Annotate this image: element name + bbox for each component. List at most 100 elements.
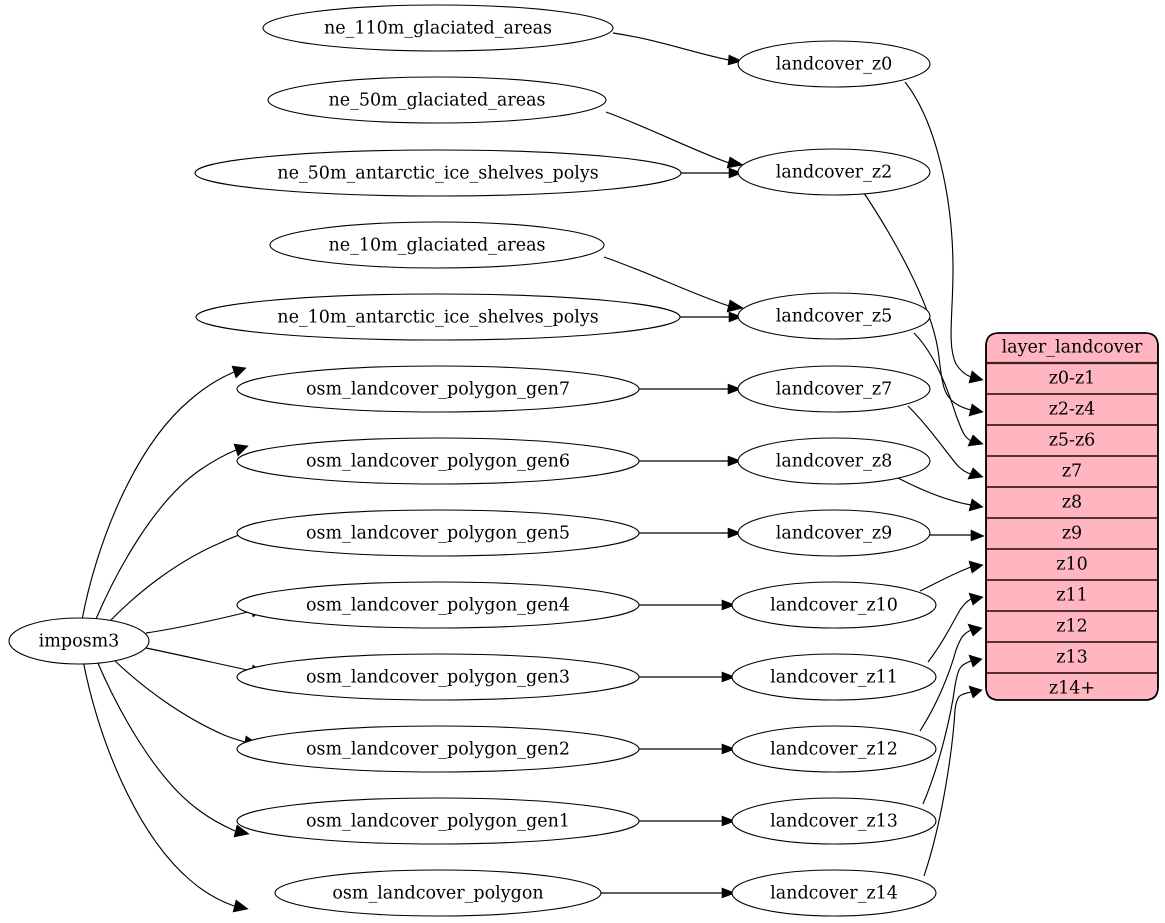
- node-label: landcover_z13: [770, 812, 898, 832]
- edge-z0-to-row-z0z1: [904, 81, 984, 384]
- edge-ne10glac-to-z5: [603, 256, 744, 313]
- left-node-ne-10m-antarctic-ice-shelves-polys[interactable]: ne_10m_antarctic_ice_shelves_polys: [195, 293, 681, 341]
- edge-z2-to-row-z2z4: [861, 189, 984, 417]
- node-label: ne_50m_antarctic_ice_shelves_polys: [277, 164, 598, 184]
- node-label: imposm3: [39, 632, 120, 652]
- mid-node-landcover-z10[interactable]: landcover_z10: [731, 581, 937, 629]
- table-row[interactable]: z14+: [1049, 679, 1095, 699]
- node-label: ne_110m_glaciated_areas: [324, 19, 552, 39]
- edge-imposm3-to-polygon: [82, 659, 249, 913]
- node-label: landcover_z12: [770, 740, 898, 760]
- edge-imposm3-to-gen7: [81, 365, 247, 621]
- mid-node-landcover-z11[interactable]: landcover_z11: [731, 653, 937, 701]
- node-label: ne_10m_antarctic_ice_shelves_polys: [277, 308, 598, 328]
- table-row[interactable]: z7: [986, 462, 1158, 488]
- edge-z9-to-row-z9: [930, 529, 985, 542]
- table-row[interactable]: z5-z6: [986, 431, 1158, 457]
- edge-z12-to-row-z12: [919, 623, 983, 732]
- table-row-label: z14+: [1049, 679, 1095, 699]
- node-label: osm_landcover_polygon_gen2: [306, 740, 570, 760]
- node-label: osm_landcover_polygon_gen6: [306, 452, 570, 472]
- node-label: landcover_z10: [770, 596, 898, 616]
- node-label: osm_landcover_polygon_gen5: [306, 524, 570, 544]
- table-header-row: layer_landcover: [986, 338, 1158, 365]
- edge-polygon-to-z14: [601, 887, 736, 899]
- left-node-osm-landcover-polygon-gen3[interactable]: osm_landcover_polygon_gen3: [236, 653, 640, 701]
- edge-gen4-to-z10: [639, 599, 736, 611]
- node-label: osm_landcover_polygon_gen3: [306, 668, 570, 688]
- table-row[interactable]: z13: [986, 648, 1158, 674]
- table-row[interactable]: z12: [986, 617, 1158, 643]
- table-row[interactable]: z10: [986, 555, 1158, 581]
- node-label: landcover_z7: [776, 380, 893, 400]
- edge-gen1-to-z13: [639, 815, 736, 827]
- table-row-label: z12: [1056, 617, 1088, 637]
- mid-node-landcover-z5[interactable]: landcover_z5: [737, 292, 931, 340]
- mid-node-landcover-z8[interactable]: landcover_z8: [737, 437, 931, 485]
- table-header-label: layer_landcover: [1002, 338, 1143, 358]
- table-row-label: z13: [1056, 648, 1088, 668]
- edge-imposm3-to-gen6: [95, 443, 249, 620]
- table-row-label: z8: [1062, 493, 1082, 513]
- left-node-ne-50m-glaciated-areas[interactable]: ne_50m_glaciated_areas: [267, 76, 607, 124]
- table-outline: [985, 332, 1159, 701]
- node-label: landcover_z14: [770, 884, 898, 904]
- edge-ne10antarctic-to-z5: [680, 311, 743, 323]
- mid-node-landcover-z9[interactable]: landcover_z9: [737, 509, 931, 557]
- table-row-label: z9: [1062, 524, 1082, 544]
- table-row-label: z10: [1056, 555, 1088, 575]
- left-node-osm-landcover-polygon-gen1[interactable]: osm_landcover_polygon_gen1: [236, 797, 640, 845]
- table-row[interactable]: z8: [986, 493, 1158, 519]
- mid-node-landcover-z12[interactable]: landcover_z12: [731, 725, 937, 773]
- edge-imposm3-to-gen2: [111, 657, 259, 749]
- node-label: landcover_z11: [770, 668, 898, 688]
- left-node-osm-landcover-polygon-gen5[interactable]: osm_landcover_polygon_gen5: [236, 509, 640, 557]
- table-row-label: z5-z6: [1049, 431, 1096, 451]
- table-row-label: z11: [1056, 586, 1088, 606]
- edge-z14-to-row-z14plus: [923, 685, 983, 877]
- left-node-osm-landcover-polygon-gen6[interactable]: osm_landcover_polygon_gen6: [236, 437, 640, 485]
- source-node-imposm3[interactable]: imposm3: [8, 617, 150, 665]
- edge-z7-to-row-z7: [907, 405, 984, 480]
- table-row[interactable]: z2-z4: [986, 400, 1158, 426]
- node-label: ne_10m_glaciated_areas: [329, 236, 546, 256]
- table-row[interactable]: z9: [986, 524, 1158, 550]
- layer-landcover-table[interactable]: layer_landcover z0-z1 z2-z4 z5-z6 z7 z8 …: [985, 332, 1159, 701]
- edge-z8-to-row-z8: [897, 477, 984, 512]
- left-node-ne-110m-glaciated-areas[interactable]: ne_110m_glaciated_areas: [262, 4, 614, 52]
- edge-ne50antarctic-to-z2: [681, 167, 743, 179]
- edge-gen7-to-z7: [639, 383, 742, 395]
- mid-node-landcover-z7[interactable]: landcover_z7: [737, 365, 931, 413]
- node-label: landcover_z5: [776, 307, 893, 327]
- edge-z13-to-row-z13: [922, 654, 983, 805]
- table-row[interactable]: z0-z1: [986, 369, 1158, 395]
- edge-gen2-to-z12: [639, 743, 736, 755]
- edge-z10-to-row-z10: [919, 560, 984, 592]
- table-row-label: z0-z1: [1049, 369, 1096, 389]
- node-label: osm_landcover_polygon: [332, 884, 543, 904]
- edge-layer: [81, 32, 985, 913]
- edge-gen5-to-z9: [639, 527, 742, 539]
- left-node-osm-landcover-polygon-gen4[interactable]: osm_landcover_polygon_gen4: [236, 581, 640, 629]
- left-node-ne-10m-glaciated-areas[interactable]: ne_10m_glaciated_areas: [269, 221, 605, 269]
- edge-ne110-to-z0: [612, 32, 743, 66]
- mid-node-landcover-z13[interactable]: landcover_z13: [731, 797, 937, 845]
- edge-imposm3-to-gen1: [96, 660, 250, 838]
- mid-node-landcover-z2[interactable]: landcover_z2: [737, 148, 931, 196]
- node-label: landcover_z9: [776, 524, 893, 544]
- node-label: landcover_z8: [776, 452, 893, 472]
- mid-node-landcover-z14[interactable]: landcover_z14: [731, 869, 937, 917]
- edge-z11-to-row-z11: [927, 592, 984, 663]
- table-row[interactable]: z11: [986, 586, 1158, 612]
- left-node-osm-landcover-polygon[interactable]: osm_landcover_polygon: [274, 869, 602, 917]
- edge-z5-to-row-z5z6: [913, 332, 984, 447]
- edge-gen3-to-z11: [639, 671, 736, 683]
- left-node-osm-landcover-polygon-gen2[interactable]: osm_landcover_polygon_gen2: [236, 725, 640, 773]
- left-node-osm-landcover-polygon-gen7[interactable]: osm_landcover_polygon_gen7: [236, 365, 640, 413]
- mid-node-landcover-z0[interactable]: landcover_z0: [737, 40, 931, 88]
- node-label: osm_landcover_polygon_gen7: [306, 380, 570, 400]
- edge-gen6-to-z8: [639, 455, 742, 467]
- left-node-ne-50m-antarctic-ice-shelves-polys[interactable]: ne_50m_antarctic_ice_shelves_polys: [194, 149, 682, 197]
